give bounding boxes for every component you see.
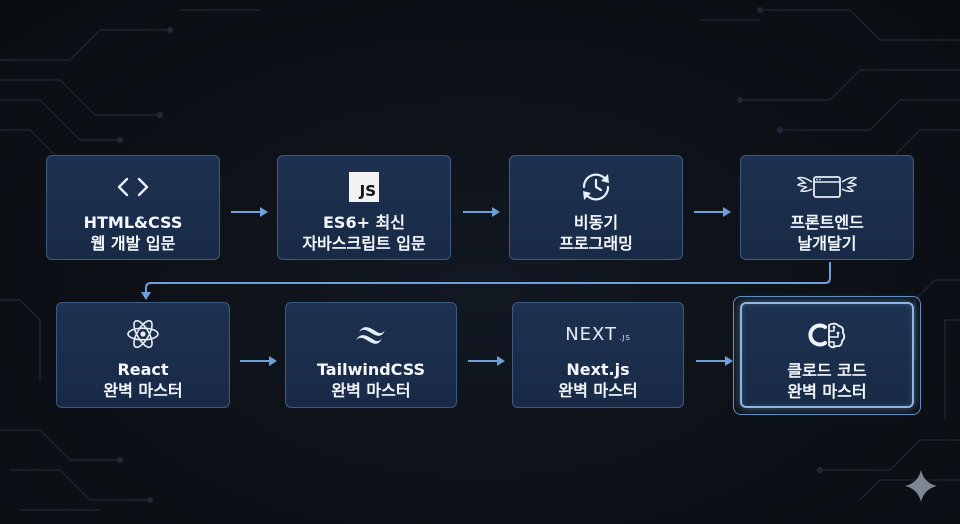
js-logo-icon: JS (349, 170, 379, 204)
node-title: React (117, 360, 169, 379)
node-subtitle: 완벽 마스터 (558, 381, 638, 400)
node-title: Next.js (566, 360, 630, 379)
node-title: 비동기 (573, 213, 619, 232)
node-title: 프론트엔드 (790, 213, 864, 232)
node-title: 클로드 코드 (787, 361, 867, 380)
circuit-traces (0, 9, 960, 511)
node-es6: JS ES6+ 최신 자바스크립트 입문 (277, 155, 451, 260)
node-subtitle: 완벽 마스터 (331, 381, 411, 400)
node-subtitle: 웹 개발 입문 (90, 234, 176, 253)
arrow-wrap (145, 262, 831, 296)
code-brackets-icon (115, 170, 151, 204)
node-async: 비동기 프로그래밍 (509, 155, 683, 260)
highlight-frame (733, 296, 921, 415)
node-tailwind: TailwindCSS 완벽 마스터 (285, 302, 457, 408)
node-title: ES6+ 최신 (322, 213, 405, 232)
nextjs-logo-icon: NEXT.JS (565, 317, 631, 351)
node-html-css: HTML&CSS 웹 개발 입문 (46, 155, 220, 260)
refresh-clock-icon (578, 170, 614, 204)
winged-window-icon (797, 170, 857, 204)
js-logo-text: JS (349, 172, 379, 202)
node-subtitle: 완벽 마스터 (103, 381, 183, 400)
node-nextjs: NEXT.JS Next.js 완벽 마스터 (512, 302, 684, 408)
node-subtitle: 날개달기 (797, 234, 857, 253)
sparkle-icon (905, 470, 937, 502)
node-frontend: 프론트엔드 날개달기 (740, 155, 914, 260)
node-title: HTML&CSS (83, 213, 183, 232)
node-react: React 완벽 마스터 (56, 302, 230, 408)
arrow-heads (141, 207, 733, 366)
node-subtitle: 프로그래밍 (559, 234, 633, 253)
nextjs-logo-subtext: .JS (619, 333, 631, 342)
tailwind-wave-icon (351, 317, 391, 351)
flow-arrows (145, 211, 831, 362)
nextjs-logo-text: NEXT (565, 323, 618, 345)
react-atom-icon (125, 317, 161, 351)
node-title: TailwindCSS (316, 360, 426, 379)
circuit-nodes (117, 7, 823, 503)
brain-c-icon (805, 318, 849, 352)
node-subtitle: 자바스크립트 입문 (302, 234, 426, 253)
node-claude-code: 클로드 코드 완벽 마스터 (740, 302, 914, 408)
node-subtitle: 완벽 마스터 (787, 382, 867, 401)
